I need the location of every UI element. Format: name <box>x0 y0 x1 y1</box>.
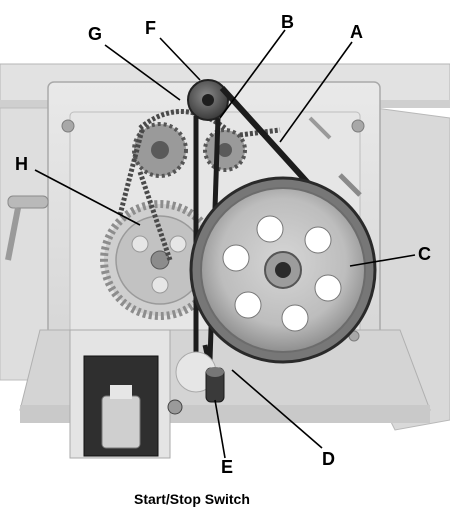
callout-b: B <box>281 12 294 32</box>
leader-f <box>159 37 201 81</box>
callout-d: D <box>322 449 335 469</box>
start-stop-switch <box>69 329 183 459</box>
switch-caption: Start/Stop Switch <box>134 491 250 507</box>
large-gear <box>100 200 220 320</box>
leader-g <box>104 44 181 101</box>
callout-f: F <box>145 18 156 38</box>
leader-d <box>231 369 323 449</box>
leader-lines <box>34 29 416 459</box>
leader-b <box>219 29 286 119</box>
leader-h <box>34 169 141 226</box>
callout-a: A <box>350 22 363 42</box>
callout-h: H <box>15 154 28 174</box>
callout-c: C <box>418 244 431 264</box>
leader-e <box>214 399 226 459</box>
callout-e: E <box>221 457 233 477</box>
small-pulley <box>187 79 229 121</box>
leader-a <box>279 41 353 143</box>
large-wheel <box>189 176 377 364</box>
callout-g: G <box>88 24 102 44</box>
motor-pulley <box>175 351 225 403</box>
leader-c <box>349 254 416 267</box>
